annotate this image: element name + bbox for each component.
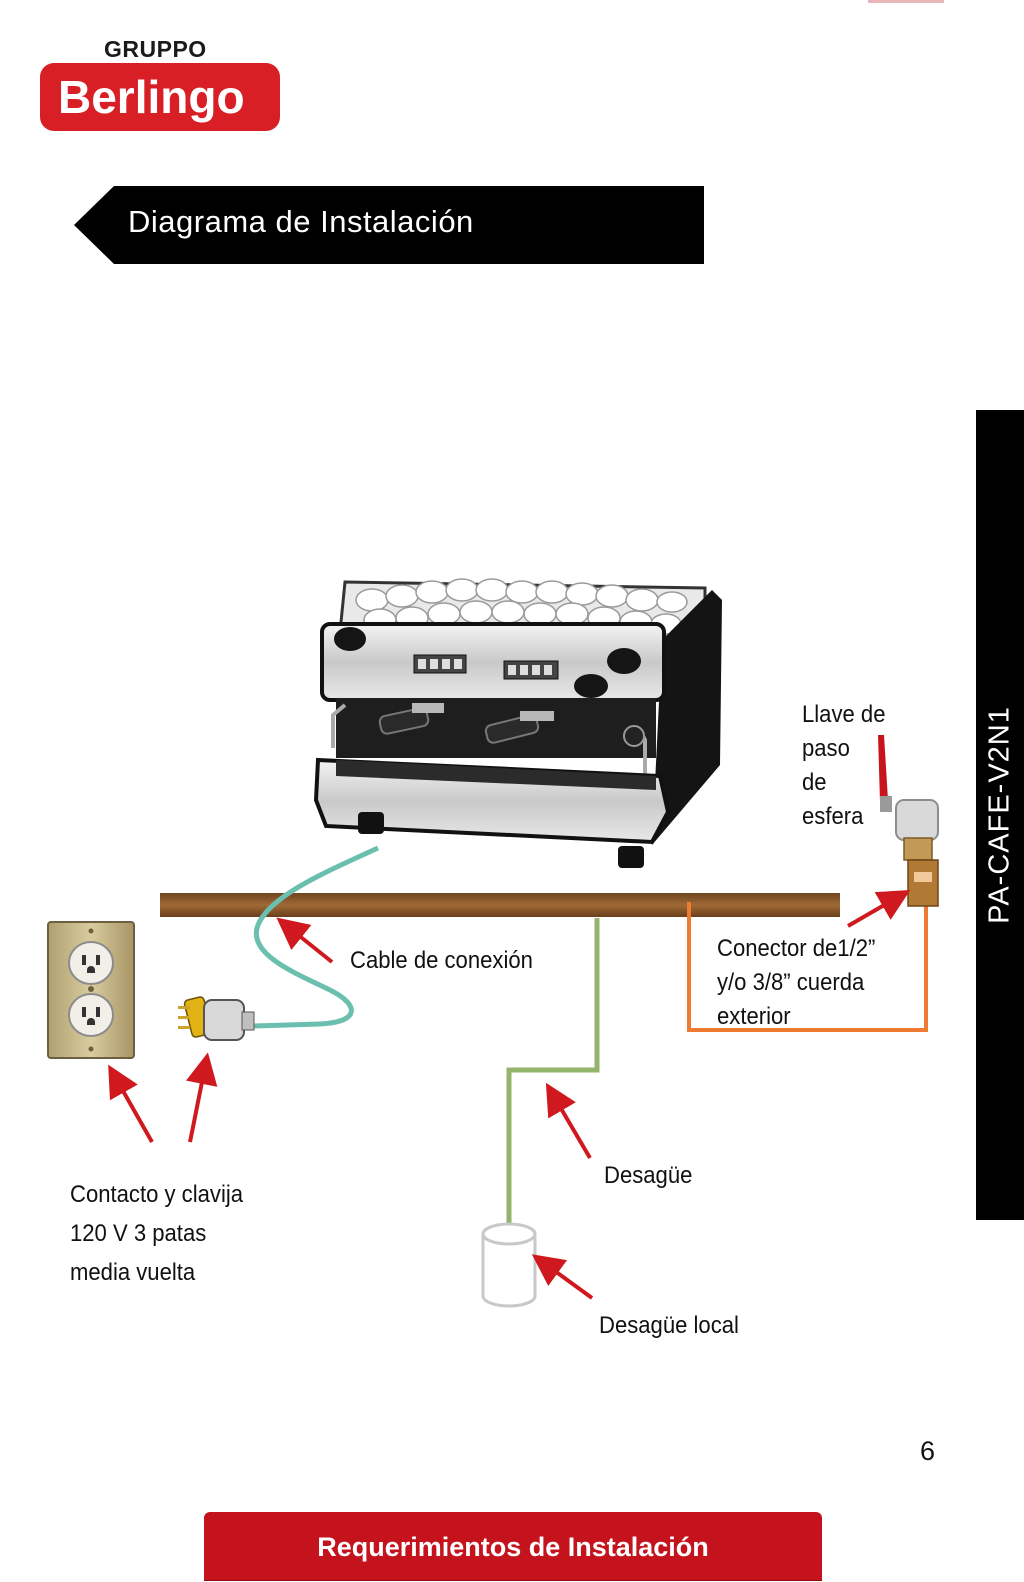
ball-valve-icon	[878, 735, 939, 907]
brand-logo: Berlingo	[40, 63, 280, 131]
section-title: Diagrama de Instalación	[128, 204, 474, 239]
three-prong-plug-icon	[178, 996, 255, 1041]
connector-label: Conector de1/2” y/o 3/8” cuerda exterior	[717, 932, 875, 1034]
page-number: 6	[920, 1436, 936, 1466]
espresso-machine-icon	[313, 578, 722, 868]
valve-label-line: esfera	[802, 803, 864, 830]
valve-label-line: Llave de	[802, 701, 886, 728]
local-drain-label: Desagüe local	[599, 1312, 739, 1339]
connection-cable	[251, 845, 380, 1029]
valve-label: Llave de paso de esfera	[802, 698, 885, 834]
logo-group-text: GRUPPO	[104, 36, 207, 62]
drain-line	[506, 918, 600, 1228]
arrow-plug	[185, 1052, 218, 1143]
connector-label-line: y/o 3/8” cuerda	[717, 969, 865, 996]
water-supply-line	[687, 902, 928, 1032]
outlet-label: Contacto y clavija 120 V 3 patas media v…	[70, 1175, 243, 1292]
drain-label: Desagüe	[604, 1162, 693, 1189]
valve-label-line: paso	[802, 735, 850, 762]
arrow-local-drain	[531, 1254, 594, 1300]
footer-section-button[interactable]: Requerimientos de Instalación	[204, 1512, 822, 1581]
arrow-drain	[545, 1082, 592, 1160]
outlet-label-line: Contacto y clavija	[70, 1181, 244, 1208]
arrow-connector	[846, 889, 911, 928]
drain-bucket-icon	[481, 1222, 537, 1308]
arrow-outlet	[108, 1064, 154, 1143]
section-banner	[74, 186, 704, 264]
model-side-tab: PA-CAFE-V2N1	[976, 410, 1024, 1220]
top-accent-mark	[868, 0, 944, 3]
outlet-label-line: media vuelta	[70, 1259, 196, 1286]
outlet-label-line: 120 V 3 patas	[70, 1220, 207, 1247]
connector-label-line: exterior	[717, 1003, 791, 1030]
valve-label-line: de	[802, 769, 827, 796]
wall-outlet-icon	[47, 921, 135, 1059]
connector-label-line: Conector de1/2”	[717, 935, 876, 962]
arrow-cable	[276, 917, 334, 964]
cable-label: Cable de conexión	[350, 947, 533, 974]
